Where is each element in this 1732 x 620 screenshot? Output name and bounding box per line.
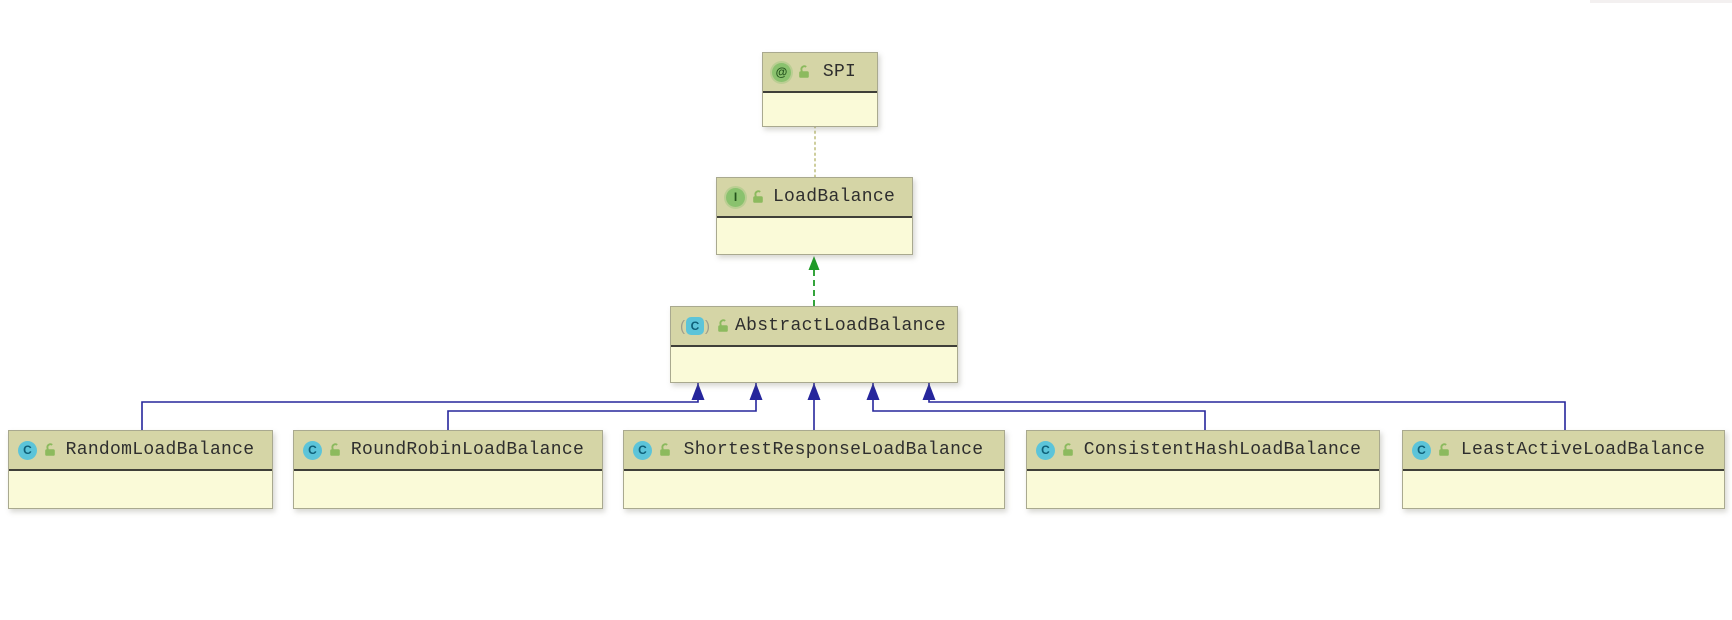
open-lock-icon [1439, 443, 1449, 456]
class-node-shortestresponse[interactable]: C ShortestResponseLoadBalance [623, 430, 1005, 509]
class-node-spi[interactable]: @ SPI [762, 52, 878, 127]
class-node-header: I LoadBalance [717, 178, 912, 218]
class-name-label: AbstractLoadBalance [735, 316, 946, 336]
class-node-body [294, 471, 602, 508]
node-icon-cluster: C [1036, 440, 1076, 460]
annotation-at-icon: @ [772, 62, 791, 82]
edge-leastactive-extends-abstract [928, 383, 1566, 430]
class-node-body [1403, 471, 1724, 508]
arrowhead-abstract-implements-loadbalance [808, 256, 820, 270]
open-lock-icon [753, 190, 763, 203]
node-icon-cluster: C [303, 440, 343, 460]
class-node-body [763, 93, 877, 126]
class-name-label: SPI [822, 62, 857, 82]
window-edge-artifact [1590, 0, 1732, 3]
node-icon-cluster: C [633, 440, 673, 460]
node-icon-cluster: C [18, 440, 58, 460]
node-icon-cluster: @ [772, 62, 812, 82]
class-icon: C [18, 440, 37, 460]
open-lock-icon [330, 443, 340, 456]
class-name-label: LoadBalance [772, 187, 896, 207]
arrowhead-leastactive-extends-abstract [922, 383, 936, 400]
arrowhead-random-extends-abstract [691, 383, 705, 400]
class-name-label: RandomLoadBalance [65, 440, 255, 460]
class-node-header: C ConsistentHashLoadBalance [1027, 431, 1379, 471]
class-node-body [717, 218, 912, 254]
class-node-leastactive[interactable]: C LeastActiveLoadBalance [1402, 430, 1725, 509]
open-lock-icon [660, 443, 670, 456]
class-node-header: (C) AbstractLoadBalance [671, 307, 957, 347]
class-node-header: C LeastActiveLoadBalance [1403, 431, 1724, 471]
open-lock-icon [799, 65, 809, 78]
class-name-label: RoundRobinLoadBalance [350, 440, 585, 460]
class-node-random[interactable]: C RandomLoadBalance [8, 430, 273, 509]
class-node-roundrobin[interactable]: C RoundRobinLoadBalance [293, 430, 603, 509]
open-lock-icon [1063, 443, 1073, 456]
node-icon-cluster: I [726, 187, 766, 207]
class-icon: C [1036, 440, 1055, 460]
arrowhead-shortestresponse-extends-abstract [807, 383, 821, 400]
class-node-header: C RoundRobinLoadBalance [294, 431, 602, 471]
interface-icon: I [726, 187, 745, 207]
class-node-body [1027, 471, 1379, 508]
edge-random-extends-abstract [141, 383, 699, 430]
class-icon: C [1412, 440, 1431, 460]
edge-consistenthash-extends-abstract [872, 383, 1206, 430]
abstract-class-icon: (C) [680, 317, 710, 335]
class-node-header: @ SPI [763, 53, 877, 93]
class-node-header: C RandomLoadBalance [9, 431, 272, 471]
class-name-label: ConsistentHashLoadBalance [1083, 440, 1362, 460]
node-icon-cluster: (C) [680, 317, 731, 335]
class-icon: C [633, 440, 652, 460]
class-icon: C [303, 440, 322, 460]
class-node-abstract[interactable]: (C) AbstractLoadBalance [670, 306, 958, 383]
class-node-header: C ShortestResponseLoadBalance [624, 431, 1004, 471]
class-node-body [671, 347, 957, 382]
class-node-loadbalance[interactable]: I LoadBalance [716, 177, 913, 255]
class-name-label: LeastActiveLoadBalance [1460, 440, 1706, 460]
arrowhead-consistenthash-extends-abstract [866, 383, 880, 400]
open-lock-icon [718, 319, 728, 332]
edge-roundrobin-extends-abstract [447, 383, 757, 430]
class-name-label: ShortestResponseLoadBalance [683, 440, 984, 460]
class-node-consistenthash[interactable]: C ConsistentHashLoadBalance [1026, 430, 1380, 509]
class-node-body [624, 471, 1004, 508]
node-icon-cluster: C [1412, 440, 1452, 460]
class-node-body [9, 471, 272, 508]
open-lock-icon [45, 443, 55, 456]
arrowhead-roundrobin-extends-abstract [749, 383, 763, 400]
